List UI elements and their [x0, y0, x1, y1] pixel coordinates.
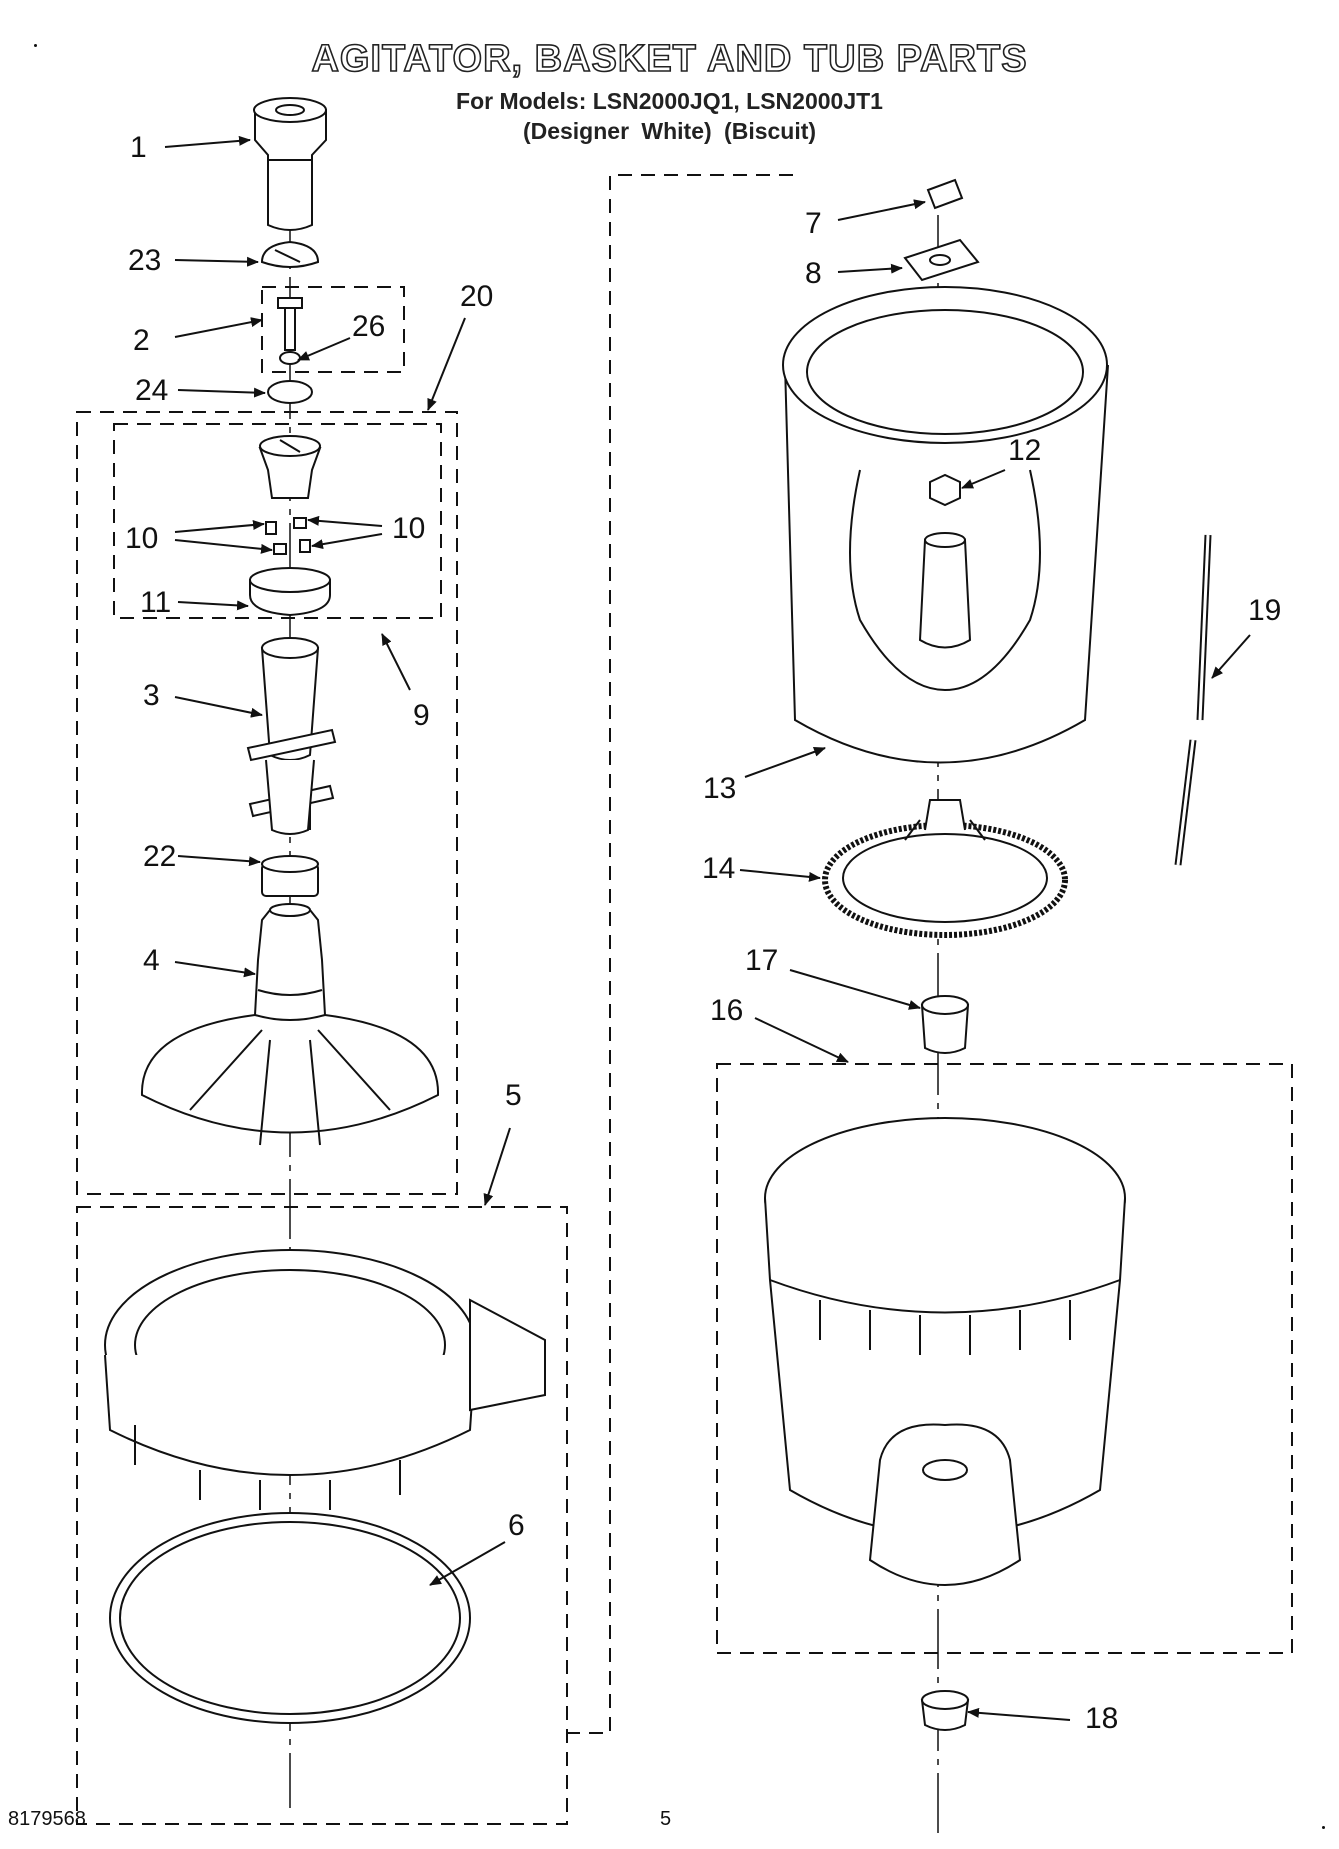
group-box-2-26 [261, 286, 405, 373]
group-box-20 [76, 411, 458, 1195]
leader-13 [744, 747, 826, 778]
callout-16: 16 [710, 994, 743, 1027]
leader-17 [789, 969, 921, 1010]
group-box-9 [113, 423, 442, 619]
callout-11: 11 [140, 586, 171, 619]
part-13-spin-basket [782, 286, 1109, 764]
leader-1 [164, 135, 251, 148]
part-10-dog-a [265, 521, 277, 535]
models-line: For Models: LSN2000JQ1, LSN2000JT1 [456, 88, 883, 114]
callout-23: 23 [128, 244, 161, 277]
callout-17: 17 [745, 944, 778, 977]
callout-22: 22 [143, 840, 176, 873]
callout-7: 7 [805, 207, 822, 240]
part-7-clip [926, 178, 964, 210]
leader-11 [177, 600, 249, 611]
leader-12 [961, 469, 1006, 489]
callout-5: 5 [505, 1079, 522, 1112]
part-8-plate [903, 238, 980, 282]
document-number: 8179568 [8, 1808, 86, 1830]
callout-19: 19 [1248, 594, 1281, 627]
leader-19 [1211, 634, 1251, 679]
leader-14 [739, 869, 821, 882]
leader-3 [174, 696, 263, 718]
callout-26: 26 [352, 310, 385, 343]
part-6-snap-ring [109, 1512, 471, 1724]
part-5-tub-ring [104, 1249, 546, 1510]
leader-10c [307, 515, 383, 527]
callout-9: 9 [413, 699, 430, 732]
callout-24: 24 [135, 374, 168, 407]
part-11-cam-plate [249, 567, 331, 617]
leader-26 [297, 337, 351, 361]
callout-3: 3 [143, 679, 160, 712]
callout-6: 6 [508, 1509, 525, 1542]
part-23-cap [260, 240, 320, 268]
callout-8: 8 [805, 257, 822, 290]
leader-2 [174, 317, 263, 338]
callout-13: 13 [703, 772, 736, 805]
part-10-dog-b [293, 517, 307, 529]
part-16-outer-tub [764, 1117, 1126, 1586]
part-10-dog-c [273, 543, 287, 555]
leader-18 [967, 1707, 1071, 1721]
part-19-hose [1174, 534, 1212, 866]
part-4-agitator-base [140, 903, 440, 1146]
part-12-nut [929, 473, 961, 507]
leader-20 [427, 317, 466, 411]
leader-10b [174, 539, 273, 554]
leader-10d [311, 533, 383, 550]
part-3-auger [246, 637, 337, 835]
leader-6 [429, 1541, 506, 1586]
part-2-bolt [277, 297, 303, 351]
callout-10-left: 10 [125, 522, 158, 555]
part-24-seal [267, 380, 313, 404]
callout-1: 1 [130, 131, 147, 164]
leader-16 [754, 1017, 849, 1063]
part-18-bellows [920, 1690, 970, 1731]
callout-12: 12 [1008, 434, 1041, 467]
leader-10a [174, 520, 265, 533]
page-number: 5 [660, 1808, 672, 1830]
part-9-cam-assembly [258, 435, 322, 499]
callout-20: 20 [460, 280, 493, 313]
leader-4 [174, 961, 256, 978]
leader-22 [177, 855, 261, 867]
leader-8 [837, 263, 903, 274]
part-1-softener-dispenser [253, 97, 327, 231]
corner-mark-bottom [1322, 1826, 1325, 1829]
part-17-tube [920, 995, 970, 1054]
corner-mark-top [34, 44, 37, 47]
part-26-washer [279, 351, 301, 365]
color-variants-line: (Designer White) (Biscuit) [522, 118, 817, 144]
leader-5 [483, 1127, 511, 1206]
leader-9 [381, 633, 411, 691]
group-box-16 [716, 1063, 1293, 1654]
leader-7 [837, 199, 926, 221]
leader-24 [177, 387, 266, 398]
callout-10-right: 10 [392, 512, 425, 545]
leader-23 [174, 256, 259, 267]
part-14-hub-seal [822, 799, 1068, 938]
part-22-bearing [261, 855, 319, 897]
callout-4: 4 [143, 944, 160, 977]
callout-14: 14 [702, 852, 735, 885]
part-10-dog-d [299, 539, 311, 553]
page-title: AGITATOR, BASKET AND TUB PARTS [311, 37, 1028, 81]
callout-2: 2 [133, 324, 150, 357]
callout-18: 18 [1085, 1702, 1118, 1735]
